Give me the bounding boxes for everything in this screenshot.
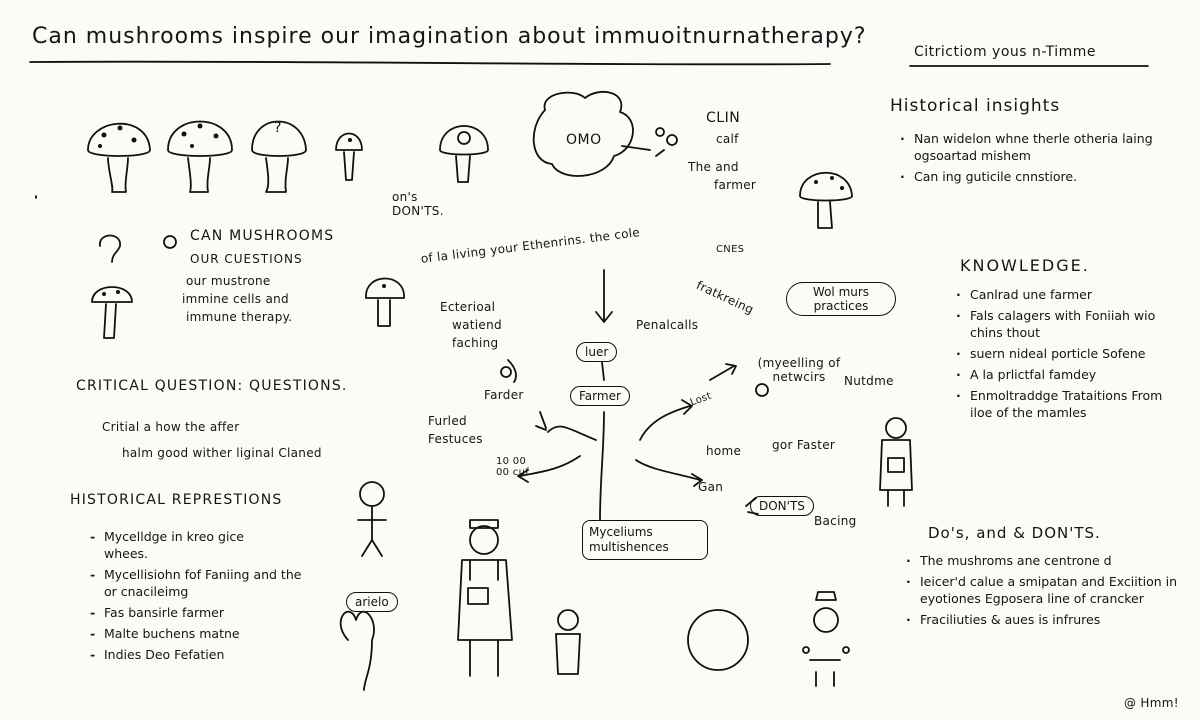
furled-label: Furled	[428, 414, 467, 428]
critical-heading: CRITICAL QUESTION: QUESTIONS.	[76, 378, 348, 394]
home-label: home	[706, 444, 742, 458]
stick-figure	[357, 481, 387, 557]
down-arrow	[595, 269, 613, 323]
list-item: Fraciliuties & aues is infrures	[904, 611, 1174, 628]
page-title: Can mushrooms inspire our imagination ab…	[32, 24, 867, 49]
myceling-label: (myeelling of netwcirs	[757, 356, 841, 384]
question-subheading: OUR CUESTIONS	[190, 252, 303, 266]
question-line: immune therapy.	[186, 310, 293, 324]
list-item: Fals calagers with Foniiah wio chins tho…	[954, 307, 1180, 341]
mushroom-icon	[87, 122, 151, 193]
tall-mushroom-icon	[91, 286, 133, 339]
wol-practices-bubble: Wol murs practices	[786, 282, 896, 316]
bullet-circle	[163, 235, 177, 249]
donts-label: on's DON'TS.	[392, 190, 444, 218]
robot-figure	[879, 417, 913, 507]
list-item: Fas bansirle farmer	[88, 604, 328, 621]
she-and-label: The and	[688, 160, 739, 174]
farder-label: Farder	[484, 388, 524, 402]
bacing-label: Bacing	[814, 514, 857, 528]
faster-label: gor Faster	[772, 438, 836, 452]
critical-line: Critial a how the affer	[102, 420, 240, 434]
signature: @ Hmm!	[1124, 696, 1179, 710]
center-mushroom-icon	[365, 277, 405, 327]
list-item: Enmoltraddge Trataitions From iloe of th…	[954, 387, 1180, 421]
farmer-top-label: farmer	[714, 178, 757, 192]
circle-badge	[687, 609, 749, 671]
gan-label: Gan	[698, 480, 724, 494]
list-item: Can ing guticile cnnstiore.	[898, 168, 1158, 185]
right-hist-heading: Historical insights	[890, 96, 1061, 116]
penalcalls-label: Penalcalls	[636, 318, 699, 332]
furled-label: Festuces	[428, 432, 483, 446]
mushroom-icon	[167, 120, 233, 193]
knowledge-list: Canlrad une farmer Fals calagers with Fo…	[954, 286, 1174, 425]
historical-list: Mycelldge in kreo gice whees. Mycellisio…	[88, 528, 328, 667]
list-item: suern nideal porticle Sofene	[954, 345, 1170, 362]
small-mushroom-icon	[335, 132, 363, 181]
small-note: 10 00 00 cuf	[496, 456, 530, 478]
question-doodle	[99, 234, 121, 263]
list-item: Mycelldge in kreo gice whees.	[88, 528, 284, 562]
arielo-node: arielo	[346, 592, 398, 612]
bullet-circle	[755, 383, 769, 397]
external-label: Ecterioal	[440, 300, 496, 314]
question-line: immine cells and	[182, 292, 289, 306]
nutdme-label: Nutdme	[844, 374, 894, 388]
title-underline	[29, 60, 831, 66]
top-right-caption: Citrictiom yous n-Timme	[914, 44, 1097, 60]
tree-doodle	[339, 610, 375, 691]
knowledge-heading: KNOWLEDGE.	[960, 256, 1090, 275]
cnes-label: CNES	[716, 244, 745, 255]
list-item: Nan widelon whne therle otheria laing og…	[898, 130, 1164, 164]
list-item: A la prlictfal famdey	[954, 366, 1174, 383]
clin-label: CLIN	[706, 110, 741, 126]
historical-heading: HISTORICAL REPRESTIONS	[70, 492, 283, 508]
list-item: The mushroms ane centrone d	[904, 552, 1174, 569]
juggler-figure	[802, 591, 850, 687]
external-label: watiend	[452, 318, 502, 332]
calf-label: calf	[716, 132, 739, 146]
list-item: Ieicer'd calue a smipatan and Exciition …	[904, 573, 1180, 607]
face-mushroom-icon	[439, 125, 489, 183]
svg-text:?: ?	[274, 120, 281, 136]
list-item: Canlrad une farmer	[954, 286, 1174, 303]
donts-node: DON'TS	[750, 496, 814, 516]
trunk	[599, 411, 605, 521]
list-item: Indies Deo Fefatien	[88, 646, 328, 663]
critical-line: halm good wither liginal Claned	[122, 446, 322, 460]
dos-heading: Do's, and & DON'TS.	[928, 524, 1101, 542]
question-line: our mustrone	[186, 274, 271, 288]
right-hist-list: Nan widelon whne therle otheria laing og…	[898, 130, 1158, 189]
dotted-mushroom-icon	[799, 171, 853, 229]
farmer-node: Farmer	[570, 386, 630, 406]
farmer-figure	[457, 519, 513, 677]
external-label: faching	[452, 336, 499, 350]
cloud-text: OMO	[566, 132, 602, 148]
luer-node: luer	[576, 342, 618, 362]
list-item: Malte buchens matne	[88, 625, 328, 642]
question-heading: CAN MUSHROOMS	[190, 228, 335, 244]
thought-cloud	[532, 90, 634, 177]
mycelium-box: Myceliums multishences	[582, 520, 708, 560]
dos-list: The mushroms ane centrone d Ieicer'd cal…	[904, 552, 1177, 632]
list-item: Mycellisiohn fof Faniing and the or cnac…	[88, 566, 304, 600]
small-person-figure	[555, 609, 581, 675]
question-mushroom-icon: ?	[251, 120, 307, 193]
